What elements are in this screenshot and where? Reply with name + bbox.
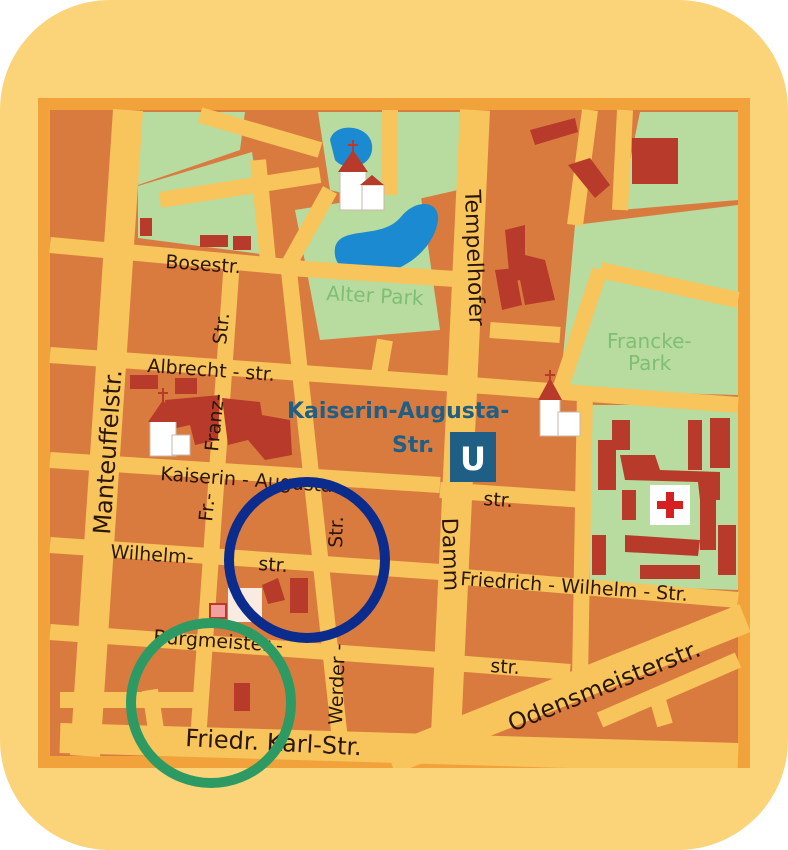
u-bahn-icon: U	[450, 432, 496, 482]
street-label-burgmeister-str: str.	[490, 655, 521, 679]
street-label-tempelhofer: Tempelhofer	[459, 188, 489, 327]
park-area-west	[138, 152, 268, 255]
park-label-francke-1: Francke-	[607, 329, 692, 353]
pond-north	[330, 127, 373, 167]
station-label-line-2: Str.	[392, 433, 434, 458]
u-bahn-symbol: U	[460, 440, 486, 478]
park-francke	[560, 205, 738, 395]
street-label-fr: Fr.-	[195, 492, 220, 523]
street-label-werder-str: Str.	[325, 516, 348, 548]
church-icon	[338, 140, 385, 211]
hospital-cross-icon	[650, 485, 690, 525]
church-icon	[148, 388, 191, 457]
street-label-franz-str: Str.	[209, 312, 234, 346]
church-icon	[538, 370, 581, 437]
marker-circle-blue	[224, 477, 390, 643]
street-label-bosestr: Bosestr.	[165, 251, 242, 278]
park-area-north-east	[620, 112, 738, 210]
pond-south	[334, 203, 439, 276]
park-label-francke-2: Park	[628, 351, 672, 375]
street-label-kaiserin-str: str.	[483, 488, 514, 512]
street-label-werder: Werder -	[325, 643, 350, 725]
street-label-wilhelm-str: str.	[258, 553, 289, 577]
station-label-line-1: Kaiserin-Augusta-	[287, 399, 509, 424]
park-label-alter: Alter Park	[326, 281, 425, 310]
park-area-north-west	[138, 112, 245, 185]
street-label-damm: Damm	[436, 517, 464, 591]
marker-circle-green	[126, 618, 296, 788]
buildings	[130, 118, 736, 711]
